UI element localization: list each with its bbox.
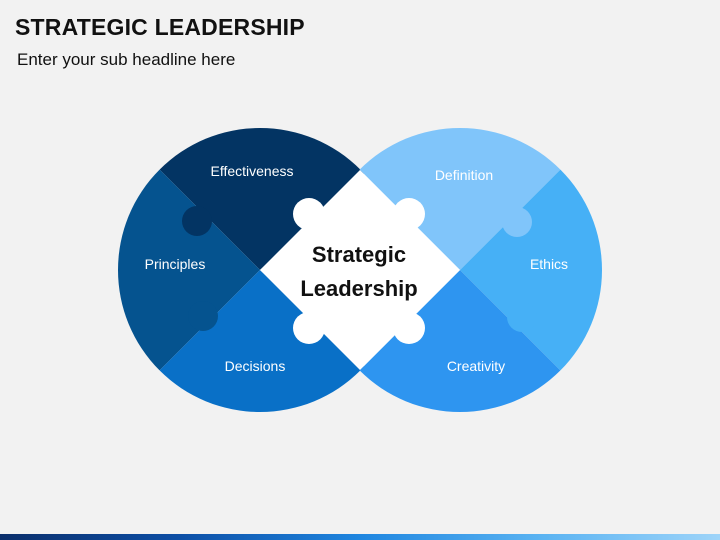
segment-decisions[interactable] (0, 270, 540, 530)
label-effectiveness: Effectiveness (210, 163, 293, 179)
puzzle-knob-ethics (507, 302, 537, 332)
slide-subtitle: Enter your sub headline here (17, 50, 236, 69)
puzzle-knob-effectiveness (182, 206, 212, 236)
label-principles: Principles (145, 256, 206, 272)
puzzle-knob-definition (502, 207, 532, 237)
segment-effectiveness[interactable] (0, 10, 540, 270)
right-circle (180, 0, 720, 540)
footer-gradient-bar (0, 534, 720, 540)
puzzle-knob-principles (188, 301, 218, 331)
label-decisions: Decisions (225, 358, 286, 374)
center-label-line1: Strategic (312, 242, 406, 267)
segment-creativity[interactable] (180, 270, 720, 540)
segment-definition[interactable] (180, 0, 720, 270)
slide-title: STRATEGIC LEADERSHIP (15, 14, 305, 40)
label-ethics: Ethics (530, 256, 568, 272)
label-definition: Definition (435, 167, 493, 183)
center-puzzle-piece (260, 170, 460, 370)
label-creativity: Creativity (447, 358, 505, 374)
center-label-line2: Leadership (300, 276, 417, 301)
segment-principles[interactable] (0, 10, 260, 530)
segment-ethics[interactable] (460, 0, 720, 540)
left-circle (0, 10, 540, 530)
